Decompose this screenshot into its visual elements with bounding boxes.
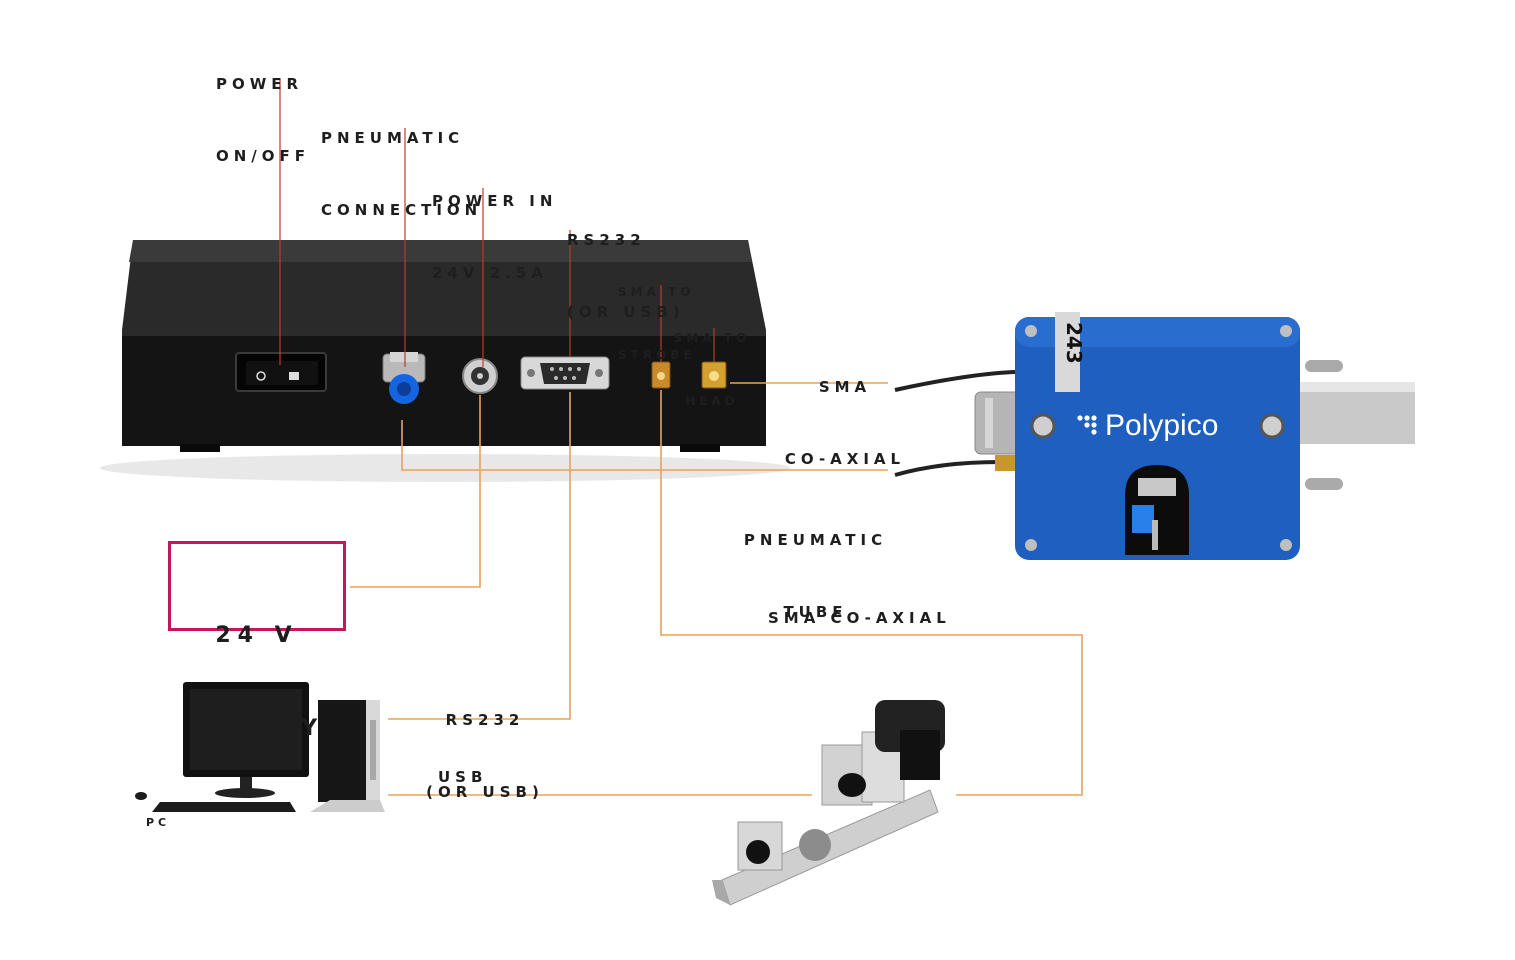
controller-box: [100, 240, 790, 482]
pc-computer: [135, 682, 385, 812]
power-in-label: POWER IN 24V 2.5A: [432, 141, 557, 309]
usb-label: USB: [438, 768, 488, 786]
sma-head-connector: [701, 361, 727, 389]
pneumatic-tube-label: PNEUMATIC TUBE: [733, 480, 898, 648]
sma-head-line1: SMA TO: [673, 331, 751, 345]
head-serial-text: 243: [1062, 322, 1086, 364]
pneumatic-connection-line1: PNEUMATIC: [321, 129, 465, 147]
polypico-brand-text: Polypico: [1105, 409, 1219, 442]
pneumatic-connection-line2: CONNECTION: [321, 201, 483, 219]
connection-lines: [350, 382, 1083, 796]
power-onoff-line2: ON/OFF: [216, 147, 311, 165]
pneumatic-fitting: [382, 352, 426, 404]
supply-text: 24 V SUPPLY: [171, 558, 343, 806]
power-onoff-line1: POWER: [216, 75, 304, 93]
dispenser-head: [974, 312, 1415, 560]
rs232-lower-line2: (OR USB): [426, 783, 544, 801]
pneumatic-tube-line1: PNEUMATIC: [743, 531, 888, 549]
sma-coaxial-lower-label: SMA CO-AXIAL: [768, 609, 951, 627]
sma-head-label: SMA TO HEAD: [666, 286, 758, 433]
supply-line2: SUPPLY: [189, 716, 325, 741]
sma-strobe-line2: STROBE: [618, 348, 696, 362]
sma-strobe-label: SMA TO STROBE: [618, 240, 696, 387]
rs232-top-line2: (OR USB): [567, 303, 685, 321]
sma-coaxial-right-line1: SMA: [818, 378, 872, 396]
pneumatic-connection-label: PNEUMATIC CONNECTION: [321, 78, 482, 246]
dc-power-jack: [462, 358, 498, 394]
power-switch: [235, 352, 327, 392]
pneumatic-tube-line2: TUBE: [783, 603, 848, 621]
rs232-top-line1: RS232: [567, 231, 646, 249]
pc-label: PC: [146, 816, 171, 829]
rs232-lower-label: RS232 (OR USB): [420, 660, 550, 828]
sma-head-line2: HEAD: [685, 394, 739, 408]
power-in-line1: POWER IN: [432, 192, 558, 210]
head-cables: [894, 370, 1021, 477]
camera-strobe-mount: [712, 700, 945, 906]
rs232-lower-line1: RS232: [445, 711, 525, 729]
power-in-line2: 24V 2.5A: [432, 264, 548, 282]
pointer-lines: [279, 78, 715, 367]
db9-connector: [520, 356, 610, 390]
power-onoff-label: POWER ON/OFF: [216, 24, 310, 192]
sma-coaxial-right-line2: CO-AXIAL: [784, 450, 906, 468]
sma-strobe-line1: SMA TO: [618, 285, 695, 299]
supply-box: 24 V SUPPLY: [168, 541, 346, 741]
rs232-top-label: RS232 (OR USB): [567, 180, 685, 348]
supply-line1: 24 V: [215, 623, 299, 648]
polypico-logo-dots: [1077, 415, 1097, 435]
sma-coaxial-right-label: SMA CO-AXIAL: [775, 327, 915, 495]
